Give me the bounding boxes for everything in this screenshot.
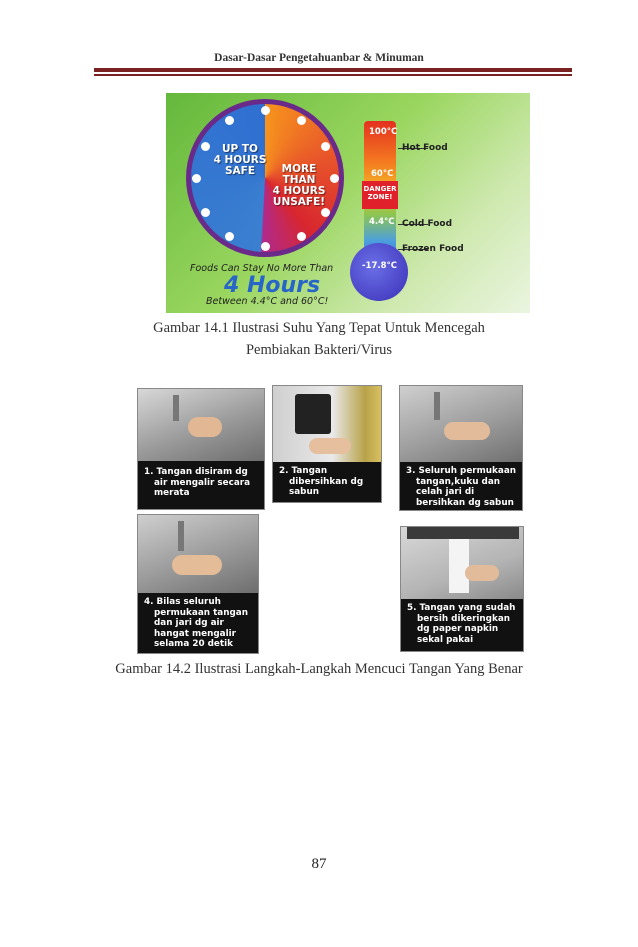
running-header: Dasar-Dasar Pengetahuanbar & Minuman xyxy=(214,52,424,64)
food-safety-illustration: UP TO 4 HOURS SAFE MORE THAN 4 HOURS UNS… xyxy=(166,93,530,313)
temp-4-4: 4.4°C xyxy=(369,217,395,227)
header-rule-thick xyxy=(94,68,572,72)
step-2-panel: 2. Tangan dibersihkan dg sabun xyxy=(272,385,382,503)
step-5-photo xyxy=(401,527,523,599)
step-4-panel: 4. Bilas seluruh permukaan tangan dan ja… xyxy=(137,514,259,654)
temp-minus-17-8: -17.8°C xyxy=(362,261,397,271)
cold-food-label: Cold Food xyxy=(402,219,453,229)
step-2-photo xyxy=(273,386,381,462)
figure-14-1-caption-line2: Pembiakan Bakteri/Virus xyxy=(245,342,393,358)
step-1-text: 1. Tangan disiram dg air mengalir secara… xyxy=(144,467,251,498)
unsafe-label: MORE THAN 4 HOURS UNSAFE! xyxy=(272,163,326,208)
step-3-panel: 3. Seluruh permukaan tangan,kuku dan cel… xyxy=(399,385,523,511)
frozen-food-label: Frozen Food xyxy=(402,244,464,254)
danger-zone-label: DANGER ZONE! xyxy=(362,181,398,209)
step-1-photo xyxy=(138,389,264,461)
step-3-photo xyxy=(400,386,522,462)
safe-label: UP TO 4 HOURS SAFE xyxy=(213,143,267,177)
step-3-text: 3. Seluruh permukaan tangan,kuku dan cel… xyxy=(406,466,517,508)
temperature-range-note: Between 4.4°C and 60°C! xyxy=(206,296,329,307)
step-4-text: 4. Bilas seluruh permukaan tangan dan ja… xyxy=(144,597,248,649)
temp-100: 100°C xyxy=(369,127,398,137)
time-note: Foods Can Stay No More Than xyxy=(190,263,334,274)
step-2-text: 2. Tangan dibersihkan dg sabun xyxy=(279,466,364,497)
step-4-photo xyxy=(138,515,258,593)
step-5-panel: 5. Tangan yang sudah bersih dikeringkan … xyxy=(400,526,524,652)
thermometer-bulb xyxy=(350,243,408,301)
hot-food-label: Hot Food xyxy=(402,143,448,153)
header-rule-thin xyxy=(94,74,572,76)
figure-14-2-caption: Gambar 14.2 Ilustrasi Langkah-Langkah Me… xyxy=(115,661,523,677)
figure-14-1-caption-line1: Gambar 14.1 Ilustrasi Suhu Yang Tepat Un… xyxy=(153,320,485,336)
temp-60: 60°C xyxy=(371,169,394,179)
page-number: 87 xyxy=(311,856,327,872)
step-1-panel: 1. Tangan disiram dg air mengalir secara… xyxy=(137,388,265,510)
step-5-text: 5. Tangan yang sudah bersih dikeringkan … xyxy=(407,603,516,645)
four-hour-clock: UP TO 4 HOURS SAFE MORE THAN 4 HOURS UNS… xyxy=(186,99,344,257)
four-hours-label: 4 Hours xyxy=(224,273,321,298)
